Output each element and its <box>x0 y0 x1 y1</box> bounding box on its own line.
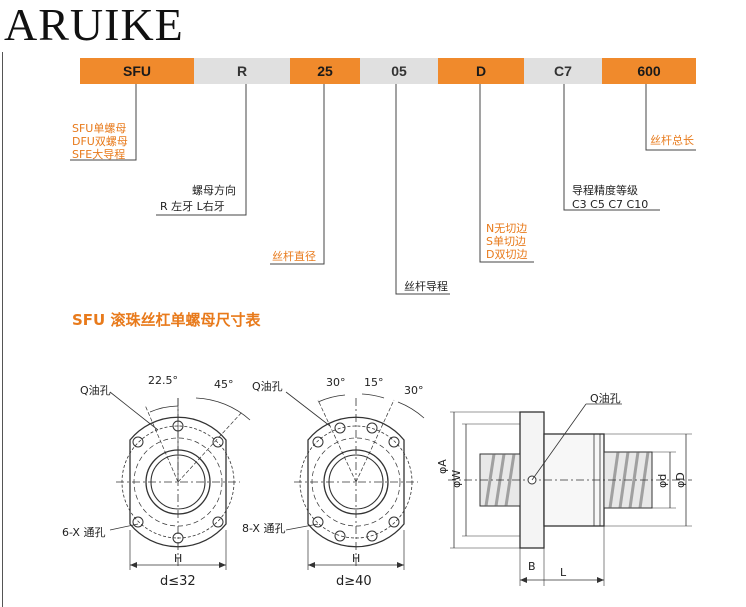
left-border-line <box>2 52 3 607</box>
code-seg-precision: C7 <box>524 58 602 84</box>
direction-title: 螺母方向 <box>192 184 236 197</box>
model-code-bar: SFU R 25 05 D C7 600 <box>80 58 696 84</box>
d2-angle-30-left: 30° <box>326 376 346 389</box>
d2-width-h: H <box>352 552 361 565</box>
nut-type-sfu: SFU单螺母 <box>72 122 127 135</box>
code-seg-nut-type: SFU <box>80 58 194 84</box>
d1-angle-45: 45° <box>214 378 234 391</box>
d1-oil-hole-label: Q油孔 <box>80 384 111 397</box>
d2-caption: d≥40 <box>336 574 372 589</box>
total-length-label: 丝杆总长 <box>650 134 694 147</box>
d2-angle-15: 15° <box>364 376 384 389</box>
section-title: SFU 滚珠丝杠单螺母尺寸表 <box>72 311 261 329</box>
code-seg-length: 600 <box>602 58 696 84</box>
nut-type-sfe: SFE大导程 <box>72 148 126 161</box>
cut-edge-n: N无切边 <box>486 222 528 235</box>
code-seg-lead: 05 <box>360 58 438 84</box>
code-seg-diameter: 25 <box>290 58 360 84</box>
precision-options: C3 C5 C7 C10 <box>572 198 649 211</box>
d2-angle-30-right: 30° <box>404 384 424 397</box>
flange-drawing-1 <box>109 391 251 570</box>
direction-options: R 左牙 L右牙 <box>160 200 225 213</box>
d1-angle-22-5: 22.5° <box>148 374 178 387</box>
d3-dim-a: φA <box>436 459 449 474</box>
d1-width-h: H <box>174 552 183 565</box>
d2-through-hole-label: 8-X 通孔 <box>242 522 286 535</box>
brand-logo: ARUIKE <box>4 0 184 50</box>
cut-edge-s: S单切边 <box>486 235 526 248</box>
d3-dim-d-small: φd <box>656 473 669 488</box>
cut-edge-d: D双切边 <box>486 248 528 261</box>
screw-diameter-label: 丝杆直径 <box>272 250 316 263</box>
code-seg-cut-edge: D <box>438 58 524 84</box>
d3-dim-w: φW <box>450 469 463 488</box>
screw-lead-label: 丝杆导程 <box>404 280 448 293</box>
flange-drawing-2 <box>285 391 425 570</box>
code-seg-direction: R <box>194 58 290 84</box>
d3-oil-hole-label: Q油孔 <box>590 392 621 405</box>
precision-title: 导程精度等级 <box>572 184 638 197</box>
side-view-drawing <box>448 403 692 586</box>
d2-oil-hole-label: Q油孔 <box>252 380 283 393</box>
d1-through-hole-label: 6-X 通孔 <box>62 526 106 539</box>
d3-dim-b: B <box>528 560 536 573</box>
d3-dim-l: L <box>560 566 567 579</box>
d1-caption: d≤32 <box>160 574 196 589</box>
nut-type-dfu: DFU双螺母 <box>72 135 128 148</box>
d3-dim-d-big: φD <box>674 472 687 488</box>
